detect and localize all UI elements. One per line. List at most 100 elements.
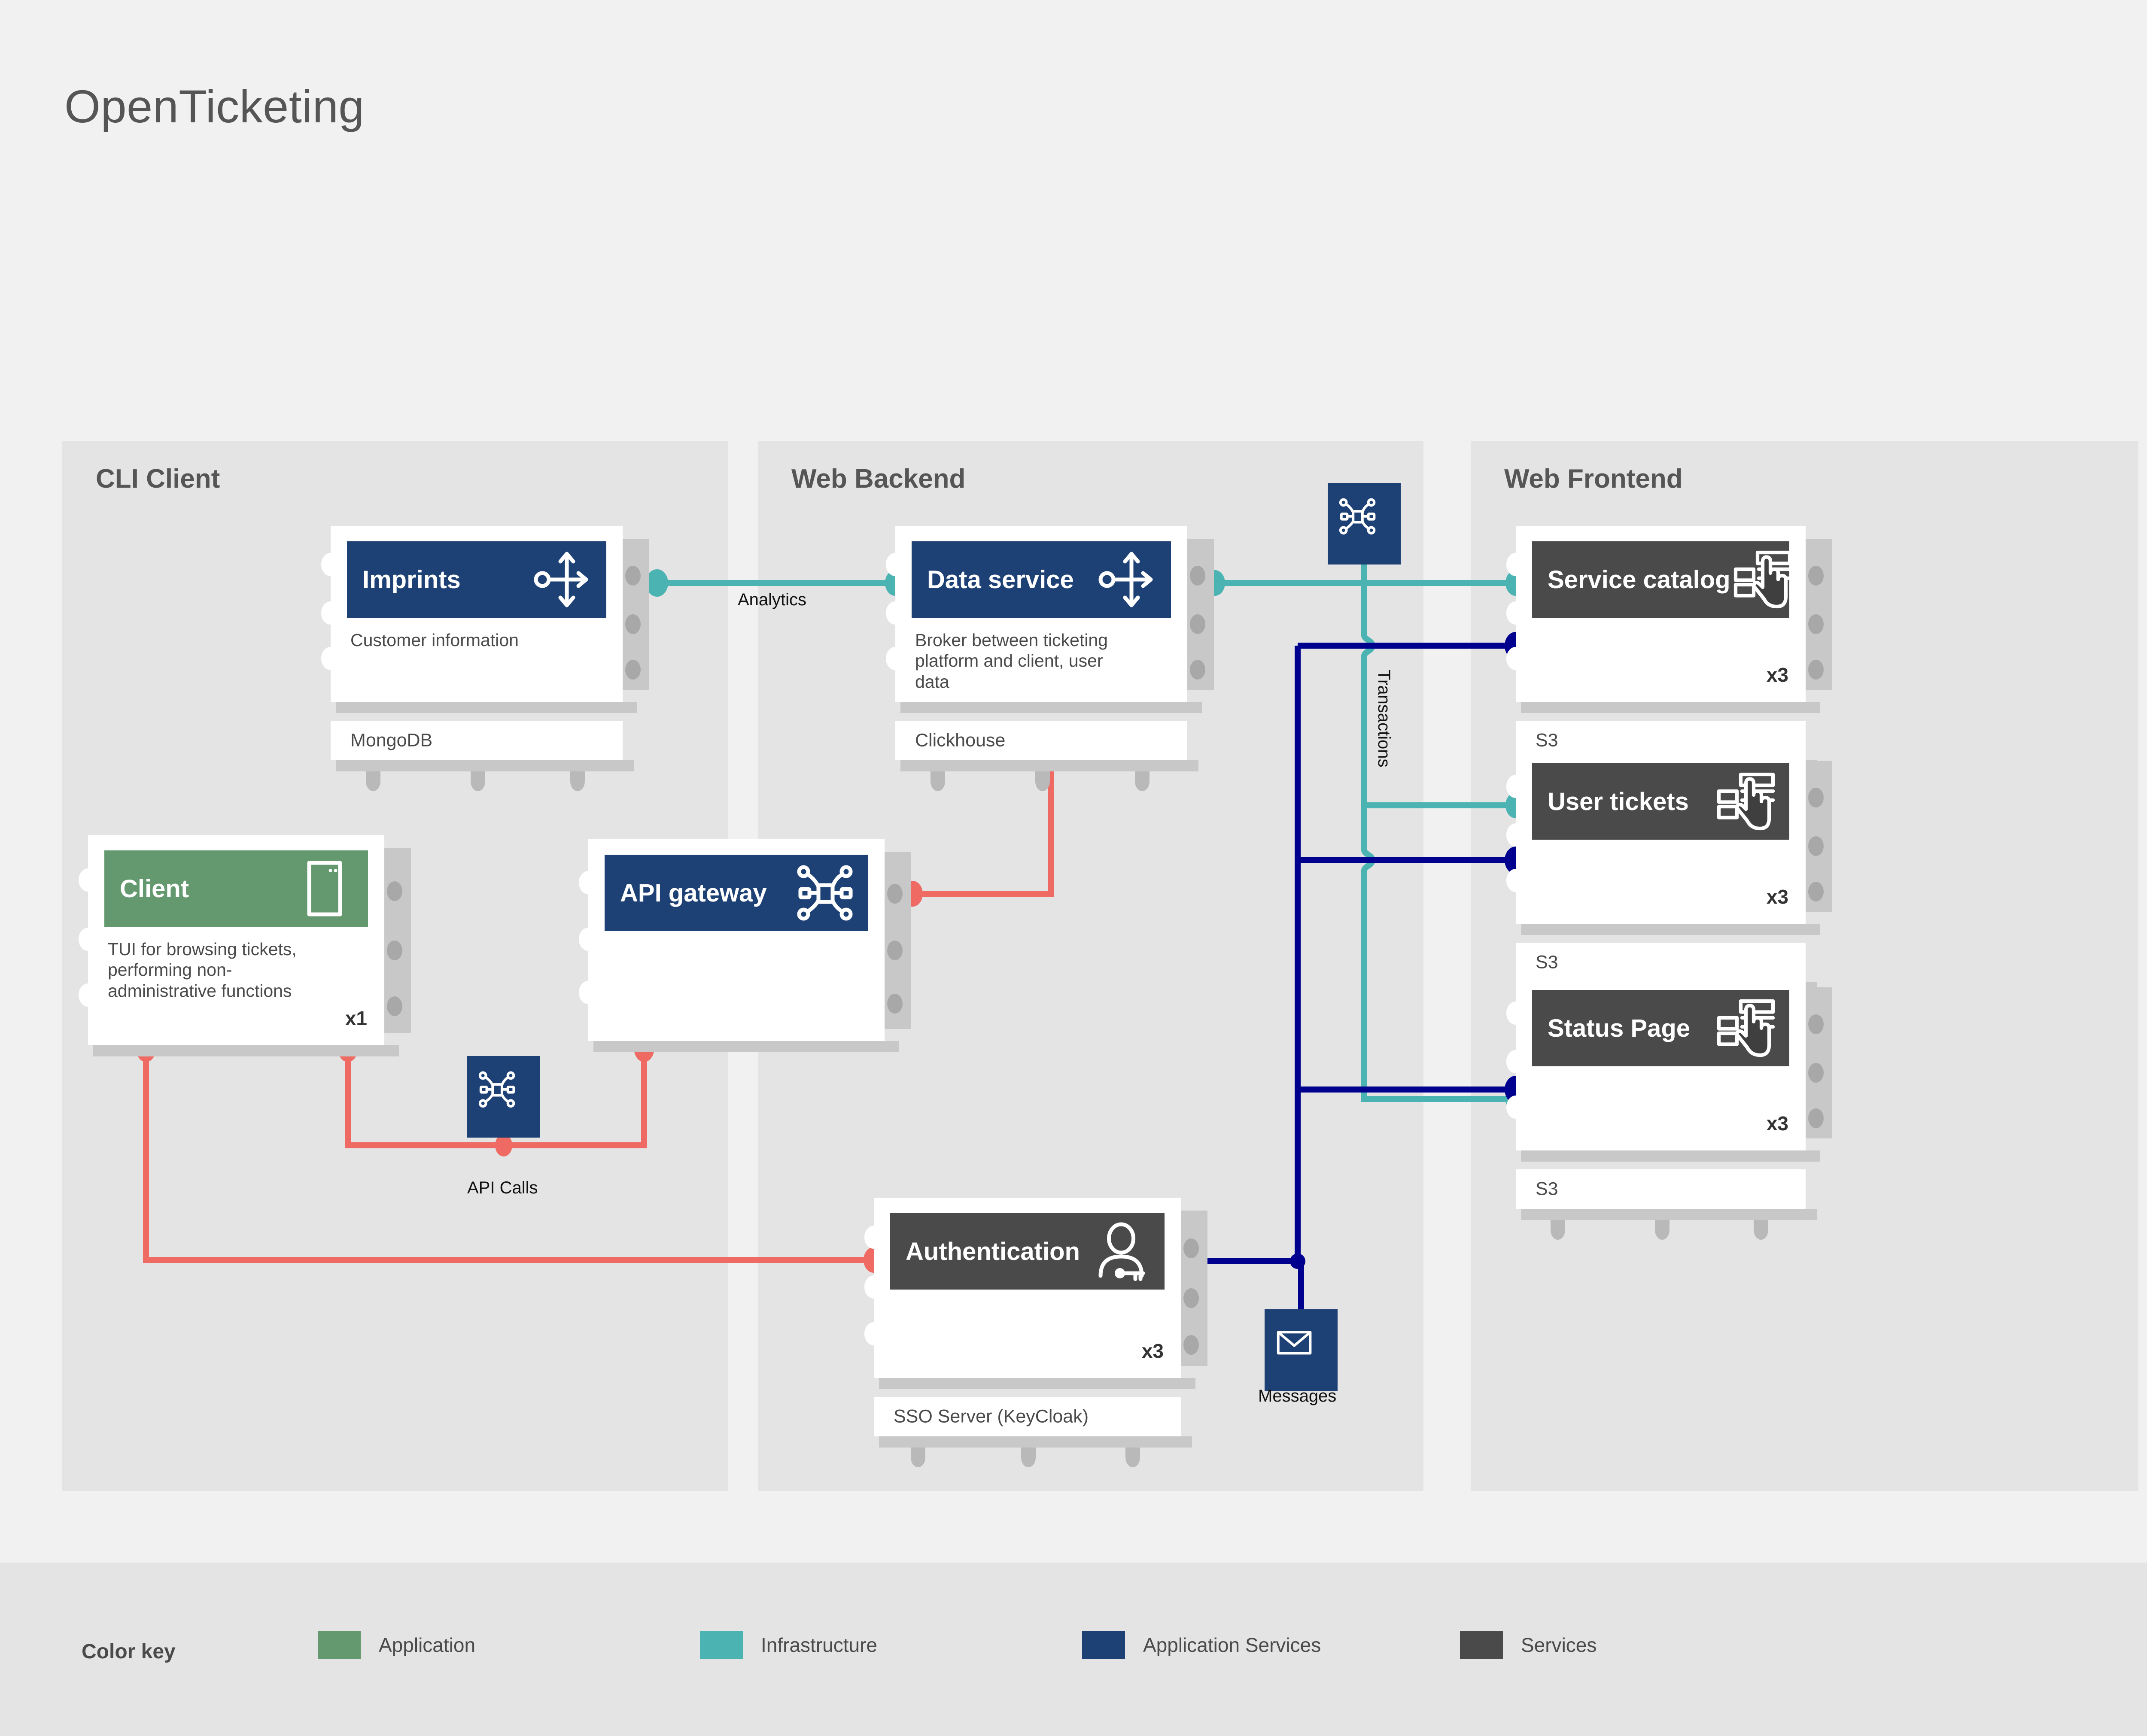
node-title: Status Page <box>1548 1014 1690 1042</box>
node-port-right-0[interactable] <box>1808 566 1824 586</box>
node-port-left-0[interactable] <box>1506 775 1525 798</box>
node-port-right-1[interactable] <box>1808 836 1824 856</box>
node-port-right-2[interactable] <box>625 659 641 680</box>
node-data-service[interactable]: Data service Broker between ticketing pl… <box>886 526 1214 713</box>
network-topology-icon <box>476 1066 531 1128</box>
node-header: Status Page <box>1532 990 1789 1066</box>
node-shadow-bar <box>593 1041 899 1052</box>
edge-label-messages-label: Messages <box>1258 1387 1337 1405</box>
node-port-right-0[interactable] <box>1190 566 1205 586</box>
node-shadow-bar <box>1521 924 1820 935</box>
node-port-left-2[interactable] <box>579 980 598 1004</box>
node-tech-shadow <box>1521 1209 1817 1220</box>
node-port-left-0[interactable] <box>1506 553 1525 577</box>
node-imprints-store[interactable]: Imprints Customer information <box>321 526 649 713</box>
node-port-left-2[interactable] <box>1506 1095 1525 1119</box>
node-port-left-0[interactable] <box>579 871 598 895</box>
node-tech-card-data-service[interactable]: Clickhouse <box>895 721 1198 771</box>
node-api-gateway[interactable]: API gateway <box>579 839 911 1052</box>
node-port-left-1[interactable] <box>1506 823 1525 847</box>
node-port-left-0[interactable] <box>79 868 97 892</box>
node-port-left-1[interactable] <box>886 601 905 625</box>
node-port-left-0[interactable] <box>864 1226 883 1249</box>
node-port-right-1[interactable] <box>1190 614 1205 634</box>
node-user-tickets[interactable]: User tickets x3 <box>1506 748 1832 935</box>
ui-click-icon <box>1714 996 1778 1060</box>
node-tech-label: MongoDB <box>350 730 433 751</box>
node-authentication[interactable]: Authentication x3 <box>864 1198 1207 1389</box>
bus-tile-messages-bus[interactable] <box>1265 1309 1338 1391</box>
node-port-right-2[interactable] <box>387 996 402 1016</box>
node-port-right-0[interactable] <box>1808 788 1824 808</box>
node-port-right-1[interactable] <box>887 941 903 960</box>
node-port-left-0[interactable] <box>886 553 905 577</box>
node-header: Data service <box>912 541 1171 618</box>
node-instance-count: x3 <box>1141 1340 1164 1362</box>
group-panel-title-frontend: Web Frontend <box>1504 464 1683 494</box>
node-port-left-1[interactable] <box>1506 601 1525 625</box>
node-port-right-2[interactable] <box>1183 1335 1199 1355</box>
node-port-right-1[interactable] <box>1183 1288 1199 1308</box>
node-port-left-1[interactable] <box>579 928 598 951</box>
node-foot-1 <box>1655 1220 1670 1240</box>
node-tech-feet <box>1516 1220 1806 1240</box>
node-port-left-1[interactable] <box>321 601 340 625</box>
node-foot-1 <box>1035 771 1050 791</box>
node-port-left-2[interactable] <box>321 646 340 670</box>
bus-tile-api-calls-bus[interactable] <box>467 1056 540 1138</box>
node-port-right-0[interactable] <box>1808 1014 1824 1035</box>
arrow-spread-icon <box>1095 547 1160 612</box>
node-port-left-2[interactable] <box>79 983 97 1007</box>
group-panel-title-backend: Web Backend <box>791 464 966 494</box>
color-key-item-1: Infrastructure <box>700 1631 877 1659</box>
node-tech-card-authentication[interactable]: SSO Server (KeyCloak) <box>874 1397 1192 1448</box>
node-foot-0 <box>930 771 945 791</box>
node-port-right-1[interactable] <box>1808 1063 1824 1083</box>
node-instance-count: x1 <box>345 1007 367 1029</box>
node-tech-card-status-page[interactable]: S3 <box>1516 1169 1817 1220</box>
node-port-left-2[interactable] <box>1506 868 1525 892</box>
node-port-left-2[interactable] <box>886 646 905 670</box>
node-tech-card-imprints-store[interactable]: MongoDB <box>331 721 634 771</box>
color-key-item-3: Services <box>1460 1631 1597 1659</box>
node-service-catalog[interactable]: Service catalog x3 <box>1506 526 1832 713</box>
node-client[interactable]: Client TUI for browsing tickets, perform… <box>79 835 411 1056</box>
node-port-left-2[interactable] <box>1506 646 1525 670</box>
node-rail <box>623 539 649 690</box>
node-status-page[interactable]: Status Page x3 <box>1506 974 1832 1162</box>
node-header: API gateway <box>605 855 868 931</box>
node-port-left-0[interactable] <box>321 553 340 577</box>
color-key-swatch <box>1460 1631 1503 1659</box>
bus-tile-transactions-bus[interactable] <box>1328 483 1401 565</box>
node-port-right-2[interactable] <box>1808 659 1824 680</box>
node-shadow-bar <box>93 1045 399 1056</box>
node-port-right-1[interactable] <box>1808 614 1824 634</box>
node-port-right-2[interactable] <box>1190 659 1205 680</box>
node-port-left-1[interactable] <box>1506 1050 1525 1073</box>
node-port-left-2[interactable] <box>864 1322 883 1345</box>
node-port-right-0[interactable] <box>1183 1238 1199 1259</box>
node-description: TUI for browsing tickets, performing non… <box>108 939 297 1001</box>
color-key-swatch <box>1082 1631 1125 1659</box>
node-port-right-2[interactable] <box>1808 1108 1824 1128</box>
node-port-right-2[interactable] <box>887 993 903 1014</box>
node-port-left-1[interactable] <box>79 928 97 951</box>
node-port-right-2[interactable] <box>1808 881 1824 901</box>
node-port-right-0[interactable] <box>887 884 903 904</box>
node-foot-2 <box>570 771 585 791</box>
node-shadow-bar <box>1521 702 1820 713</box>
node-port-left-0[interactable] <box>1506 1002 1525 1025</box>
node-port-left-1[interactable] <box>864 1275 883 1299</box>
node-port-right-1[interactable] <box>387 941 402 960</box>
node-title: Client <box>120 874 189 903</box>
node-header: Client <box>104 850 368 927</box>
node-port-right-0[interactable] <box>625 566 641 586</box>
node-tech-label: S3 <box>1536 952 1558 973</box>
node-foot-1 <box>471 771 486 791</box>
node-port-right-0[interactable] <box>387 881 402 901</box>
node-port-right-1[interactable] <box>625 614 641 634</box>
node-instance-count: x3 <box>1766 1112 1788 1135</box>
node-header: Service catalog <box>1532 541 1791 618</box>
node-tech-shadow <box>900 760 1198 771</box>
color-key-swatch <box>318 1631 361 1659</box>
